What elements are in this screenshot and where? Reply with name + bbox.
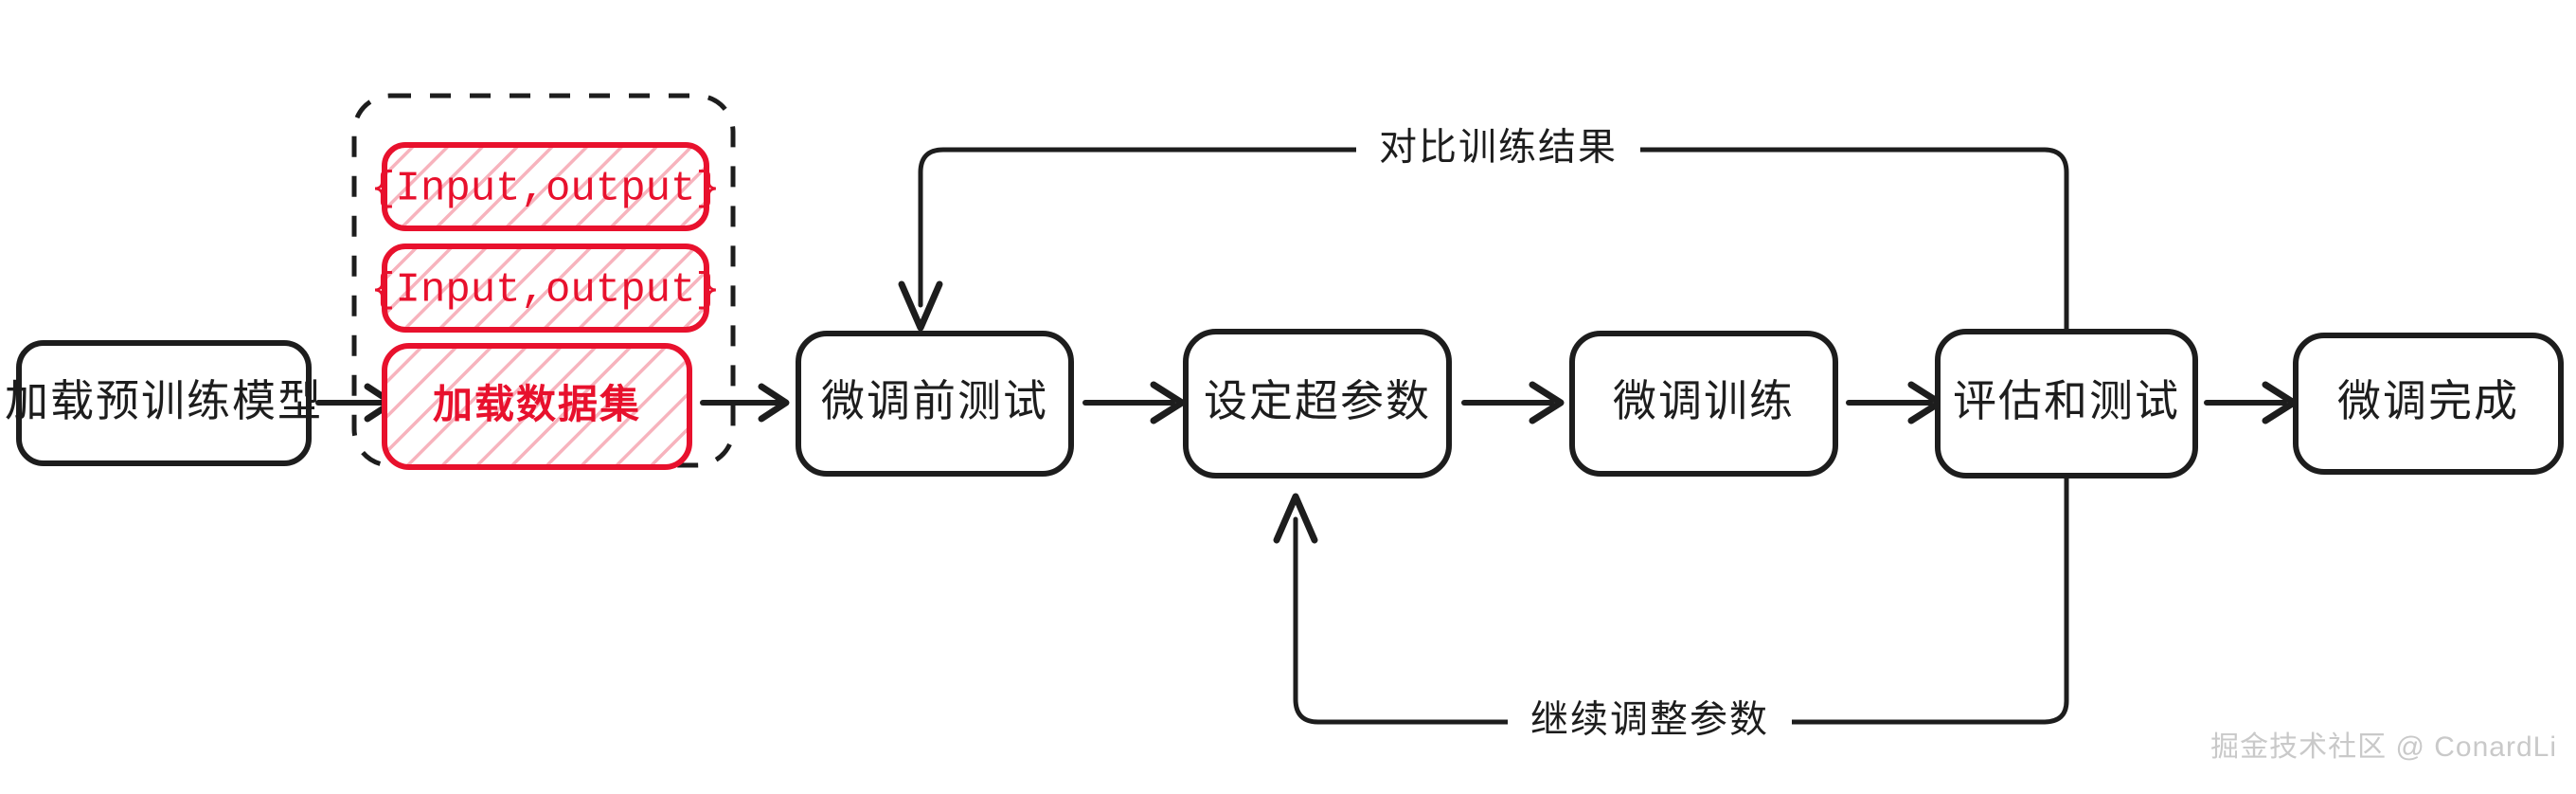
edge-load-dataset-to-pretest <box>700 383 790 423</box>
node-finetune-train-label: 微调训练 <box>1613 376 1795 425</box>
node-eval-test-label: 评估和测试 <box>1953 376 2180 425</box>
sample-chip-1-label: {Input,output} <box>370 166 721 213</box>
edge-keep-tuning-label: 继续调整参数 <box>1530 699 1769 741</box>
node-pretest[interactable]: 微调前测试 <box>796 331 1074 477</box>
edge-compare-results-label: 对比训练结果 <box>1379 127 1618 169</box>
sample-chip-2: {Input,output} <box>370 244 721 333</box>
node-finetune-done-label: 微调完成 <box>2337 376 2519 425</box>
node-load-model-label: 加载预训练模型 <box>5 376 323 425</box>
node-pretest-label: 微调前测试 <box>821 376 1048 425</box>
edge-finetune-train-to-eval-test <box>1846 381 1943 424</box>
edge-eval-test-to-finetune-done <box>2204 381 2298 424</box>
sample-chip-2-label: {Input,output} <box>370 267 721 315</box>
node-load-dataset[interactable]: 加载数据集 <box>382 343 692 470</box>
node-finetune-done[interactable]: 微调完成 <box>2293 333 2564 475</box>
node-set-hyperparams-label: 设定超参数 <box>1204 376 1431 425</box>
edge-pretest-to-set-hyperparams <box>1082 381 1186 424</box>
node-set-hyperparams[interactable]: 设定超参数 <box>1183 329 1452 478</box>
edge-compare-results: 对比训练结果 <box>898 125 2069 334</box>
watermark: 掘金技术社区 @ ConardLi <box>2210 731 2557 763</box>
node-load-model[interactable]: 加载预训练模型 <box>5 340 323 466</box>
node-load-dataset-label: 加载数据集 <box>433 382 641 426</box>
node-finetune-train[interactable]: 微调训练 <box>1569 331 1838 477</box>
edge-keep-tuning: 继续调整参数 <box>1273 473 2069 747</box>
node-eval-test[interactable]: 评估和测试 <box>1935 329 2198 478</box>
sample-chip-1: {Input,output} <box>370 142 721 231</box>
edge-set-hyperparams-to-finetune-train <box>1461 381 1565 424</box>
